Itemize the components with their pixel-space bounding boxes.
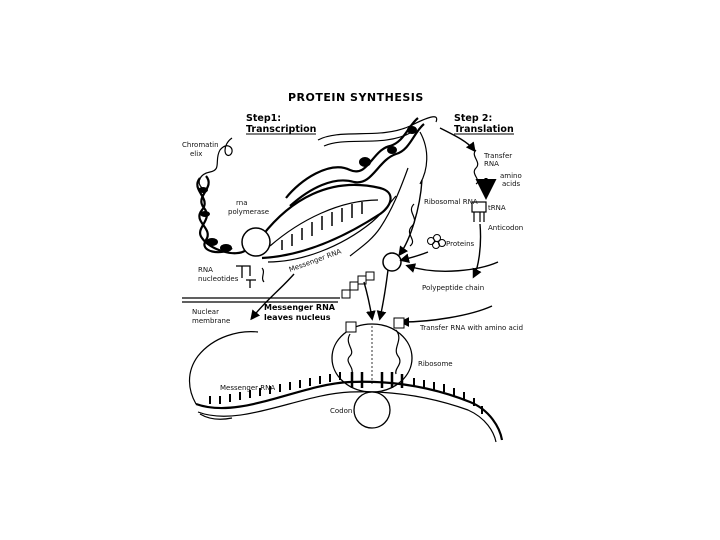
label-ribosomal-rna: Ribosomal RNA xyxy=(424,198,478,206)
step1-label: Step1: xyxy=(246,113,281,124)
label-nuclear-membrane-2: membrane xyxy=(192,317,230,325)
diagram-title: PROTEIN SYNTHESIS xyxy=(288,91,424,104)
label-amino-acids: amino xyxy=(500,172,522,180)
label-rna-polymerase-2: polymerase xyxy=(228,208,269,216)
step2-name: Translation xyxy=(454,124,514,135)
label-messenger-rna: Messenger RNA xyxy=(220,384,275,392)
label-rna-nucleotides: RNA xyxy=(198,266,213,274)
rna-polymerase xyxy=(242,228,270,256)
label-codon: Codon xyxy=(330,407,352,415)
label-mrna-leaves-nucleus-2: leaves nucleus xyxy=(264,313,331,322)
proteins-icon xyxy=(428,235,446,249)
rna-nucleotides-icon xyxy=(236,266,264,288)
label-messenger-rna-strand: Messenger RNA xyxy=(288,247,343,273)
label-chromatin: Chromatin xyxy=(182,141,219,149)
label-polypeptide-chain: Polypeptide chain xyxy=(422,284,484,292)
label-chromatin-2: elix xyxy=(190,150,202,158)
label-trna: tRNA xyxy=(488,204,506,212)
polypeptide-chain xyxy=(342,272,374,298)
label-anticodon: Anticodon xyxy=(488,224,523,232)
label-nuclear-membrane: Nuclear xyxy=(192,308,219,316)
label-mrna-leaves-nucleus: Messenger RNA xyxy=(264,303,336,312)
ribosome-subunit-small xyxy=(383,253,401,271)
label-transfer-rna-2: RNA xyxy=(484,160,499,168)
step2-label: Step 2: xyxy=(454,113,492,124)
step1-name: Transcription xyxy=(246,124,317,135)
label-rna-nucleotides-2: nucleotides xyxy=(198,275,239,283)
label-proteins: Proteins xyxy=(446,240,475,248)
label-transfer-rna: Transfer xyxy=(483,152,512,160)
label-trna-with-amino-acid: Transfer RNA with amino acid xyxy=(419,324,523,332)
label-amino-acids-2: acids xyxy=(502,180,521,188)
label-ribosome: Ribosome xyxy=(418,360,453,368)
label-rna-polymerase: rna xyxy=(236,199,247,207)
